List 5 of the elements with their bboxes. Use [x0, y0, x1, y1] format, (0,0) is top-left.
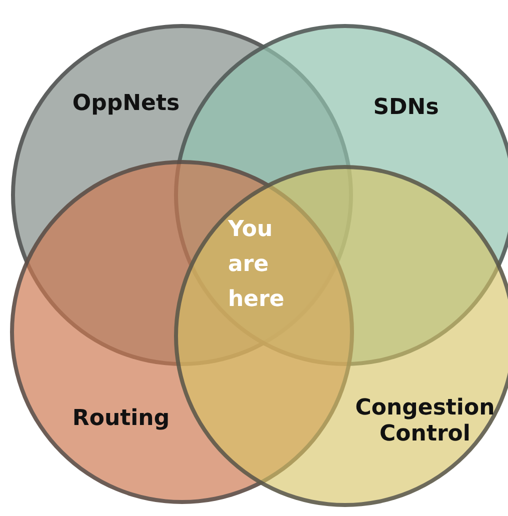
circle-label: Routing — [71, 406, 171, 432]
circle-label: Congestion Control — [354, 396, 496, 448]
center-label: You are here — [228, 216, 286, 315]
circle-label: SDNs — [372, 94, 440, 122]
circle-label: OppNets — [71, 90, 181, 118]
